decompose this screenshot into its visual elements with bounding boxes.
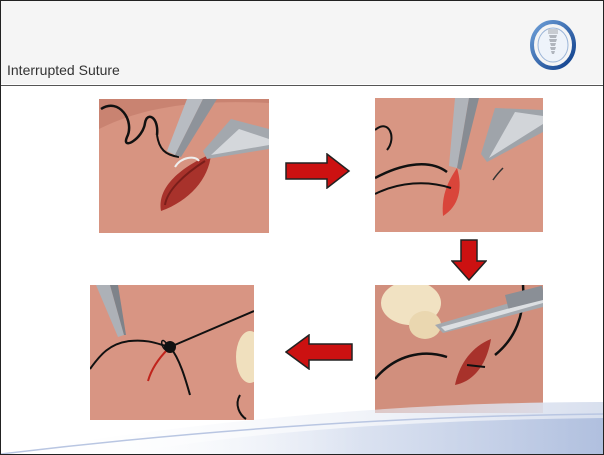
arrow-right-icon (285, 153, 351, 189)
slide-header: Interrupted Suture (1, 1, 603, 84)
arrow-left-icon (285, 334, 353, 370)
footer-swoosh (1, 384, 603, 454)
header-divider (1, 85, 603, 86)
arrow-down-icon (451, 239, 487, 281)
suture-step-2-image (375, 98, 543, 232)
suture-step-1-image (99, 99, 269, 233)
implant-logo-icon (529, 19, 577, 71)
slide-title: Interrupted Suture (7, 62, 120, 78)
